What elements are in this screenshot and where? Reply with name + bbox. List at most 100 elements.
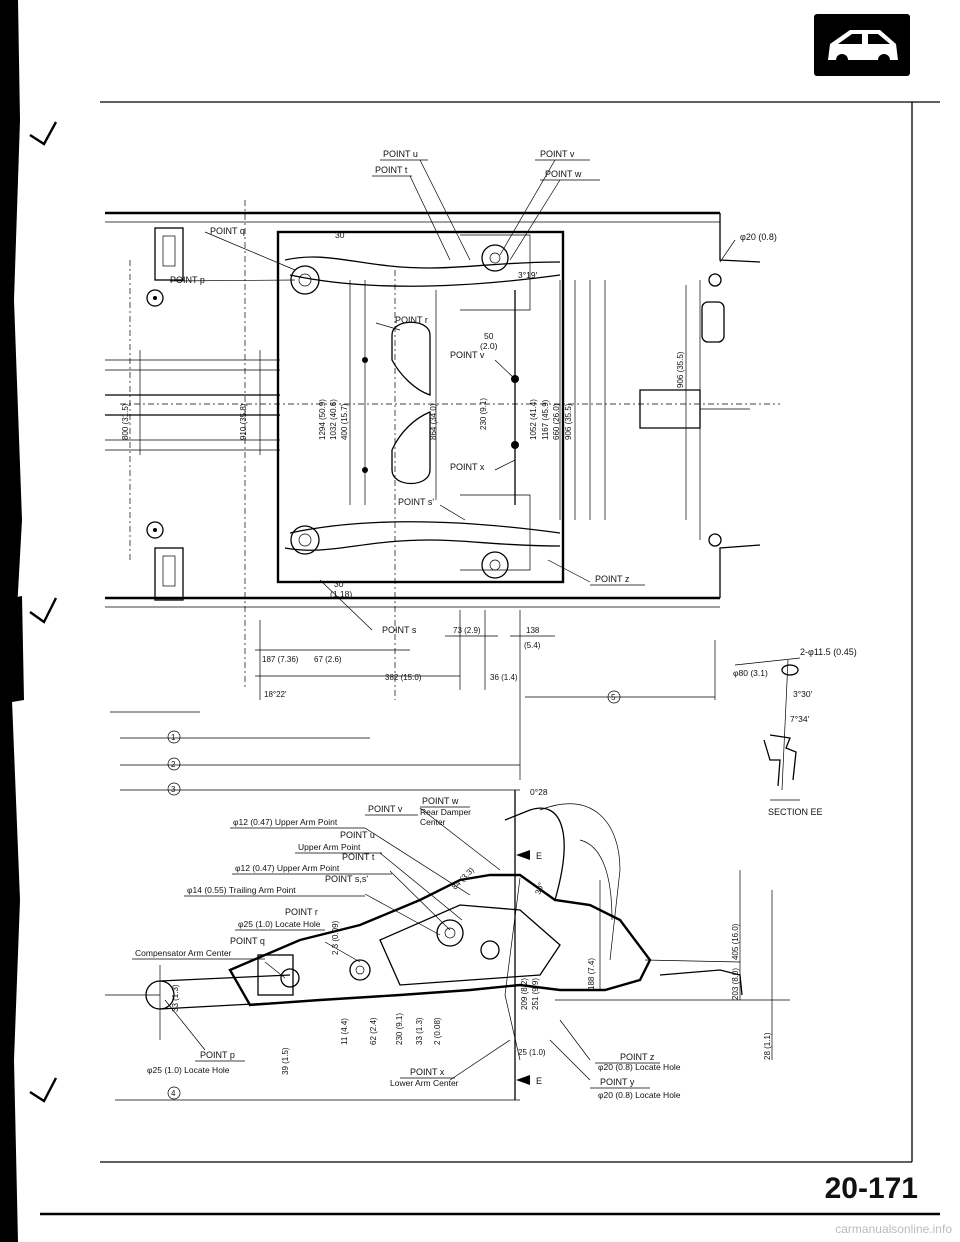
label-point-z: POINT z — [595, 574, 630, 584]
side-dim-25: 25 (1.0) — [518, 1048, 546, 1057]
dim-1167: 1167 (45.9) — [541, 399, 550, 440]
dim-1052: 1052 (41.4) — [529, 399, 538, 440]
side-dim-28: 28 (1.1) — [763, 1032, 772, 1060]
dim-73: 73 (2.9) — [453, 626, 481, 635]
side-locate-z: φ20 (0.8) Locate Hole — [598, 1062, 681, 1072]
top-leaders — [169, 159, 736, 631]
dim-138: 138 — [526, 626, 540, 635]
circled-3: 3 — [171, 785, 176, 794]
section-angle-330: 3°30' — [793, 689, 813, 699]
circled-2: 2 — [171, 760, 176, 769]
side-point-u: POINT u — [340, 830, 375, 840]
side-dim-188: 188 (7.4) — [587, 958, 596, 990]
e-markers — [516, 850, 530, 1085]
side-dim-203: 203 (8.0) — [731, 968, 740, 1000]
label-point-s: POINT s — [382, 625, 417, 635]
top-bottom-dims — [110, 610, 716, 791]
watermark: carmanualsonline.info — [835, 1222, 952, 1236]
label-point-u: POINT u — [383, 149, 418, 159]
label-angle-30: 30 — [334, 579, 344, 589]
side-upper-arm-v: φ12 (0.47) Upper Arm Point — [233, 817, 338, 827]
label-point-p: POINT p — [170, 275, 205, 285]
dim-5-4: (5.4) — [524, 641, 541, 650]
side-angle-28: 0°28 — [530, 787, 548, 797]
dim-67: 67 (2.6) — [314, 655, 342, 664]
side-locate-r: φ25 (1.0) Locate Hole — [238, 919, 321, 929]
circled-refs — [167, 690, 621, 1100]
section-hole: 2-φ11.5 (0.45) — [800, 647, 857, 657]
dim-864: 864 (34.0) — [429, 403, 438, 440]
label-dim-30-top: 30 — [335, 230, 345, 240]
side-dim-209: 209 (8.2) — [520, 978, 529, 1010]
side-rear-damper: Rear Damper — [420, 807, 471, 817]
section-angle-734: 7°34' — [790, 714, 810, 724]
label-point-x: POINT x — [450, 462, 485, 472]
check-mark-1 — [29, 121, 58, 146]
side-point-v: POINT v — [368, 804, 403, 814]
section-title: SECTION EE — [768, 807, 823, 817]
dim-906b: 906 (35.5) — [676, 351, 685, 388]
side-point-y: POINT y — [600, 1077, 635, 1087]
label-point-v: POINT v — [540, 149, 575, 159]
dim-230: 230 (9.1) — [479, 398, 488, 430]
tab-marker — [0, 596, 24, 704]
dim-400: 400 (15.7) — [340, 403, 349, 440]
side-leaders — [164, 807, 591, 1081]
side-upper-arm-t: φ12 (0.47) Upper Arm Point — [235, 863, 340, 873]
circled-1: 1 — [171, 733, 176, 742]
car-icon — [814, 14, 910, 76]
dim-1294: 1294 (50.9) — [318, 399, 327, 440]
label-point-w: POINT w — [545, 169, 582, 179]
check-mark-2 — [29, 597, 58, 624]
label-point-q: POINT q — [210, 226, 245, 236]
dim-910: 910 (35.8) — [239, 403, 248, 440]
side-lower-arm: Lower Arm Center — [390, 1078, 459, 1088]
section-dia80: φ80 (3.1) — [733, 668, 768, 678]
dim-187: 187 (7.36) — [262, 655, 299, 664]
side-trailing: φ14 (0.55) Trailing Arm Point — [187, 885, 296, 895]
label-point-s-prime: POINT s' — [398, 497, 434, 507]
side-point-w: POINT w — [422, 796, 459, 806]
dim-36: 36 (1.4) — [490, 673, 518, 682]
top-view-frame — [105, 200, 780, 700]
dim-906a: 906 (35.5) — [564, 403, 573, 440]
side-dim-39: 39 (1.5) — [281, 1047, 290, 1075]
dim-660: 660 (26.0) — [552, 403, 561, 440]
dim-angle-18: 18°22' — [264, 690, 287, 699]
label-dia-20: φ20 (0.8) — [740, 232, 777, 242]
side-dim-405: 405 (16.0) — [731, 923, 740, 960]
side-dim-33b: 33 (1.3) — [415, 1017, 424, 1045]
side-center: Center — [420, 817, 446, 827]
section-ee-drawing — [734, 657, 801, 801]
circled-4: 4 — [171, 1089, 176, 1098]
side-dim-230: 230 (9.1) — [395, 1013, 404, 1045]
dim-382: 382 (15.0) — [385, 673, 422, 682]
marker-e-bot: E — [536, 1076, 542, 1086]
side-point-t: POINT t — [342, 852, 375, 862]
side-dim-33: 33 (1.3) — [171, 984, 180, 1012]
side-point-z: POINT z — [620, 1052, 655, 1062]
side-dim-2-3: 2.3 (0.09) — [331, 920, 340, 955]
label-point-t: POINT t — [375, 165, 408, 175]
side-point-p: POINT p — [200, 1050, 235, 1060]
side-compensator: Compensator Arm Center — [135, 948, 232, 958]
side-dim-62: 62 (2.4) — [369, 1017, 378, 1045]
side-dim-11: 11 (4.4) — [340, 1018, 349, 1045]
side-dim-251: 251 (9.9) — [531, 978, 540, 1010]
dim-800: 800 (31.5) — [121, 403, 130, 440]
side-point-q: POINT q — [230, 936, 265, 946]
check-mark-3 — [29, 1077, 58, 1103]
label-angle-19: 3°19' — [518, 270, 538, 280]
side-point-r: POINT r — [285, 907, 318, 917]
side-dim-2: 2 (0.08) — [433, 1017, 442, 1045]
side-dim-30deg: 30° — [533, 881, 546, 895]
label-point-r: POINT r — [395, 315, 428, 325]
side-point-ss: POINT s,s' — [325, 874, 368, 884]
label-point-v2: POINT v — [450, 350, 485, 360]
side-locate-y: φ20 (0.8) Locate Hole — [598, 1090, 681, 1100]
side-view-frame — [105, 790, 790, 1101]
label-dim-50: 50 — [484, 331, 494, 341]
side-upper-arm-u: Upper Arm Point — [298, 842, 361, 852]
side-point-x: POINT x — [410, 1067, 445, 1077]
